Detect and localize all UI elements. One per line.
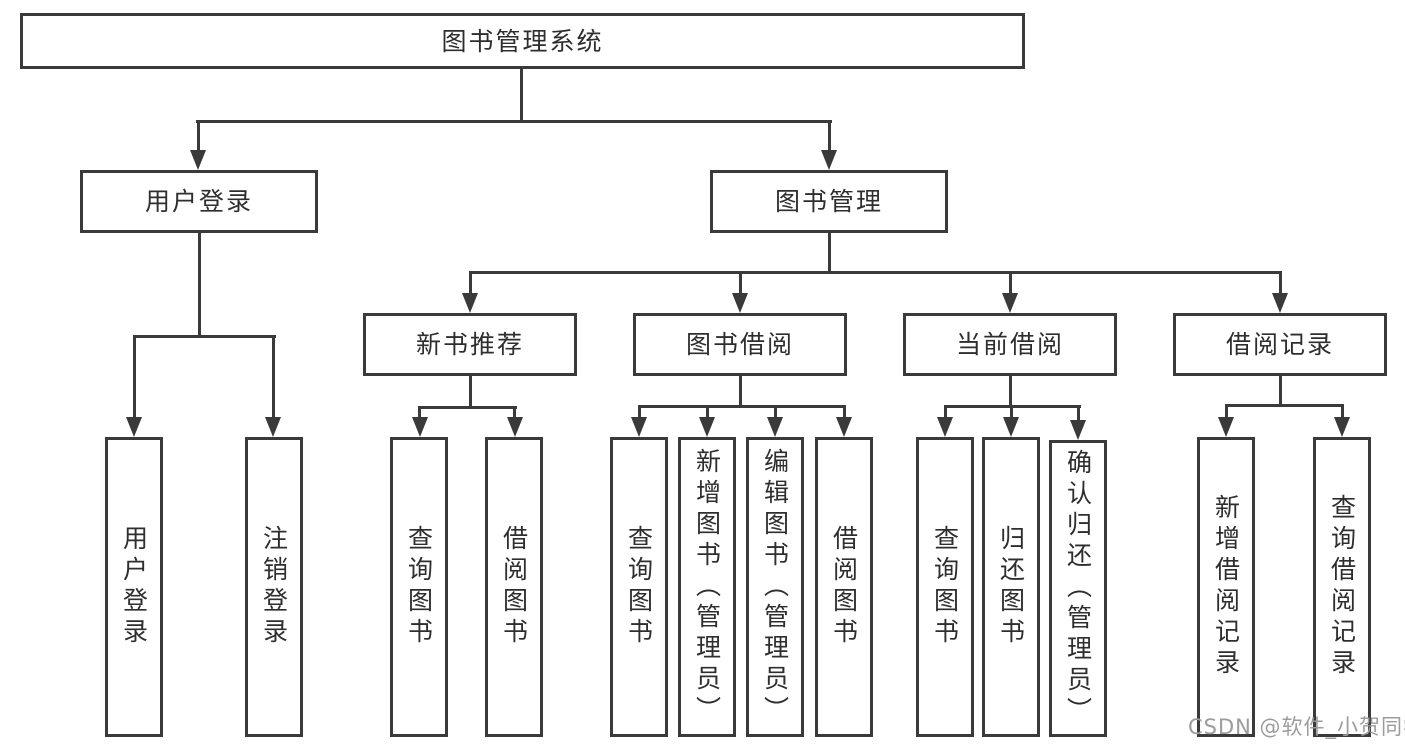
connector-borrowing-vline: [739, 376, 742, 408]
arrow-down-icon: [821, 150, 837, 170]
node-user-login-leaf-label: 用户登录: [119, 525, 149, 649]
connector-stem: [706, 405, 709, 419]
connector-stem: [1077, 405, 1080, 422]
node-user-login-branch-label: 用户登录: [144, 187, 253, 216]
arrow-down-icon: [699, 417, 715, 437]
node-current-borrowing-label: 当前借阅: [955, 330, 1064, 359]
node-add-borrow-record-label: 新增借阅记录: [1211, 494, 1241, 680]
connector-stem: [1341, 404, 1344, 419]
node-book-management-branch: 图书管理: [710, 170, 948, 233]
node-add-borrow-record: 新增借阅记录: [1197, 437, 1255, 737]
node-query-books-recommend-label: 查询图书: [404, 525, 434, 649]
connector-stem: [944, 405, 947, 419]
node-borrow-books-borrowing-label: 借阅图书: [829, 525, 859, 649]
arrow-down-icon: [507, 417, 523, 437]
connector-stem: [1010, 405, 1013, 419]
arrow-down-icon: [126, 417, 142, 437]
node-return-books: 归还图书: [982, 437, 1040, 737]
node-logout-leaf-label: 注销登录: [259, 525, 289, 649]
node-return-books-label: 归还图书: [996, 525, 1026, 649]
arrow-down-icon: [767, 417, 783, 437]
node-confirm-return-admin-label: 确认归还（管理员）: [1063, 449, 1093, 728]
connector-stem: [133, 335, 136, 419]
arrow-down-icon: [1334, 417, 1350, 437]
node-confirm-return-admin: 确认归还（管理员）: [1049, 440, 1107, 737]
arrow-down-icon: [462, 293, 478, 313]
node-borrow-books-recommend: 借阅图书: [485, 437, 543, 737]
connector-stem: [739, 271, 742, 295]
node-add-books-admin: 新增图书（管理员）: [678, 437, 736, 737]
connector-stem: [272, 335, 275, 419]
arrow-down-icon: [937, 417, 953, 437]
connector-stem: [418, 406, 421, 419]
connector-records-hline: [1225, 404, 1344, 407]
connector-stem: [638, 405, 641, 419]
node-logout-leaf: 注销登录: [245, 437, 303, 737]
connector-mgmt-vline: [828, 233, 831, 274]
connector-stem: [1225, 404, 1228, 419]
node-query-books-current: 查询图书: [916, 437, 974, 737]
connector-stem: [197, 120, 200, 152]
arrow-down-icon: [265, 417, 281, 437]
node-edit-books-admin-label: 编辑图书（管理员）: [760, 447, 790, 727]
arrow-down-icon: [732, 293, 748, 313]
arrow-down-icon: [836, 417, 852, 437]
arrow-down-icon: [1070, 420, 1086, 440]
connector-login-vline: [198, 233, 201, 338]
node-user-login-branch: 用户登录: [80, 170, 318, 233]
connector-stem: [1009, 271, 1012, 295]
node-query-books-borrowing-label: 查询图书: [624, 525, 654, 649]
arrow-down-icon: [1003, 417, 1019, 437]
connector-stem: [513, 406, 516, 419]
node-add-books-admin-label: 新增图书（管理员）: [692, 447, 722, 727]
arrow-down-icon: [1272, 293, 1288, 313]
connector-stem: [828, 120, 831, 152]
connector-stem: [1279, 271, 1282, 295]
arrow-down-icon: [412, 417, 428, 437]
node-new-book-recommendation-label: 新书推荐: [415, 330, 524, 359]
connector-stem: [843, 405, 846, 419]
connector-mgmt-hline: [469, 271, 1282, 274]
connector-stem: [469, 271, 472, 295]
node-library-system-label: 图书管理系统: [441, 26, 604, 56]
node-user-login-leaf: 用户登录: [105, 437, 163, 737]
connector-stem: [774, 405, 777, 419]
arrow-down-icon: [631, 417, 647, 437]
connector-borrowing-hline: [638, 405, 846, 408]
connector-current-vline: [1009, 376, 1012, 408]
node-current-borrowing: 当前借阅: [903, 313, 1117, 376]
connector-recommend-vline: [469, 376, 472, 409]
node-borrowing-records: 借阅记录: [1173, 313, 1387, 376]
node-borrow-books-borrowing: 借阅图书: [815, 437, 873, 737]
connector-records-vline: [1279, 376, 1282, 407]
node-query-books-borrowing: 查询图书: [610, 437, 668, 737]
node-book-management-branch-label: 图书管理: [774, 187, 883, 216]
arrow-down-icon: [190, 150, 206, 170]
connector-root-vline: [520, 69, 523, 121]
node-book-borrowing-label: 图书借阅: [685, 330, 794, 359]
arrow-down-icon: [1002, 293, 1018, 313]
node-new-book-recommendation: 新书推荐: [363, 313, 577, 376]
node-book-borrowing: 图书借阅: [633, 313, 847, 376]
node-query-books-recommend: 查询图书: [390, 437, 448, 737]
node-borrowing-records-label: 借阅记录: [1225, 330, 1334, 359]
connector-login-hline: [133, 335, 276, 338]
node-query-borrow-record: 查询借阅记录: [1313, 437, 1371, 737]
csdn-watermark: CSDN @软件_小贺同学: [1188, 715, 1405, 739]
arrow-down-icon: [1218, 417, 1234, 437]
node-borrow-books-recommend-label: 借阅图书: [499, 525, 529, 649]
connector-recommend-hline: [418, 406, 517, 409]
node-query-books-current-label: 查询图书: [930, 525, 960, 649]
node-library-system: 图书管理系统: [20, 13, 1025, 69]
node-query-borrow-record-label: 查询借阅记录: [1327, 494, 1357, 680]
node-edit-books-admin: 编辑图书（管理员）: [746, 437, 804, 737]
connector-root-hline: [196, 120, 832, 123]
